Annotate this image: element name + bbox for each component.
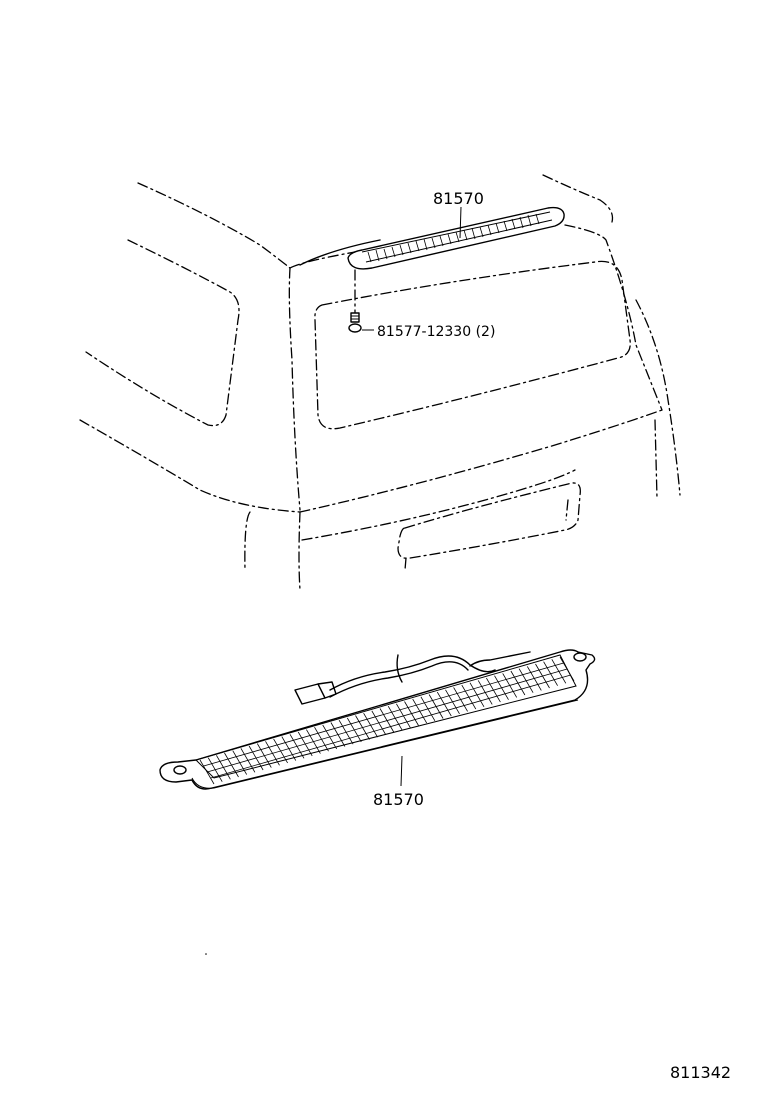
lower-callout-leader (400, 755, 403, 787)
lens-grid-line (199, 759, 215, 785)
figure-number-label: 811342 (670, 1063, 731, 1082)
lens-grid-row (207, 668, 568, 773)
installed-lamp-lens-grid (367, 213, 540, 263)
screw-icon (348, 269, 374, 333)
stray-dot (205, 953, 207, 955)
upper-part-number-label: 81570 (433, 189, 484, 208)
lower-part-number-label: 81570 (373, 790, 424, 809)
screw-part-number-label: 81577-12330 (2) (377, 324, 495, 340)
wire-harness (329, 655, 496, 691)
connector-icon (294, 681, 337, 705)
lens-grid-row (210, 674, 571, 779)
vehicle-rear-outline (79, 174, 681, 591)
upper-callout-leader (459, 206, 462, 239)
lens-grid-row (203, 662, 564, 767)
installed-stop-lamp (299, 206, 565, 270)
lens-grid (199, 656, 575, 785)
exploded-stop-lamp (159, 649, 596, 790)
